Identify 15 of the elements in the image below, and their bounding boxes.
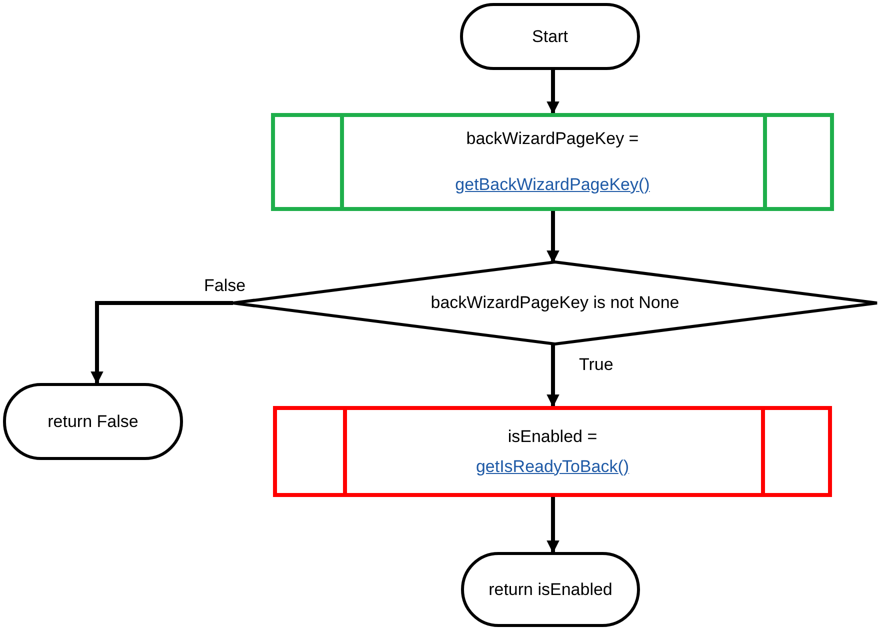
arrow	[546, 497, 560, 554]
node-text: return False	[48, 412, 138, 432]
function-link: getIsReadyToBack()	[476, 456, 630, 476]
arrow	[546, 70, 560, 114]
function-link: getBackWizardPageKey()	[455, 175, 650, 195]
arrow	[546, 211, 560, 264]
node-text: Start	[532, 26, 568, 46]
node-text: backWizardPageKey is not None	[430, 293, 680, 313]
subprocess-box	[271, 113, 834, 211]
node-text: isEnabled =	[508, 426, 598, 446]
node-text: backWizardPageKey =	[466, 129, 639, 149]
subprocess-box	[273, 406, 832, 497]
node-text: return isEnabled	[488, 580, 612, 600]
arrow	[546, 344, 560, 408]
arrow	[90, 301, 233, 384]
